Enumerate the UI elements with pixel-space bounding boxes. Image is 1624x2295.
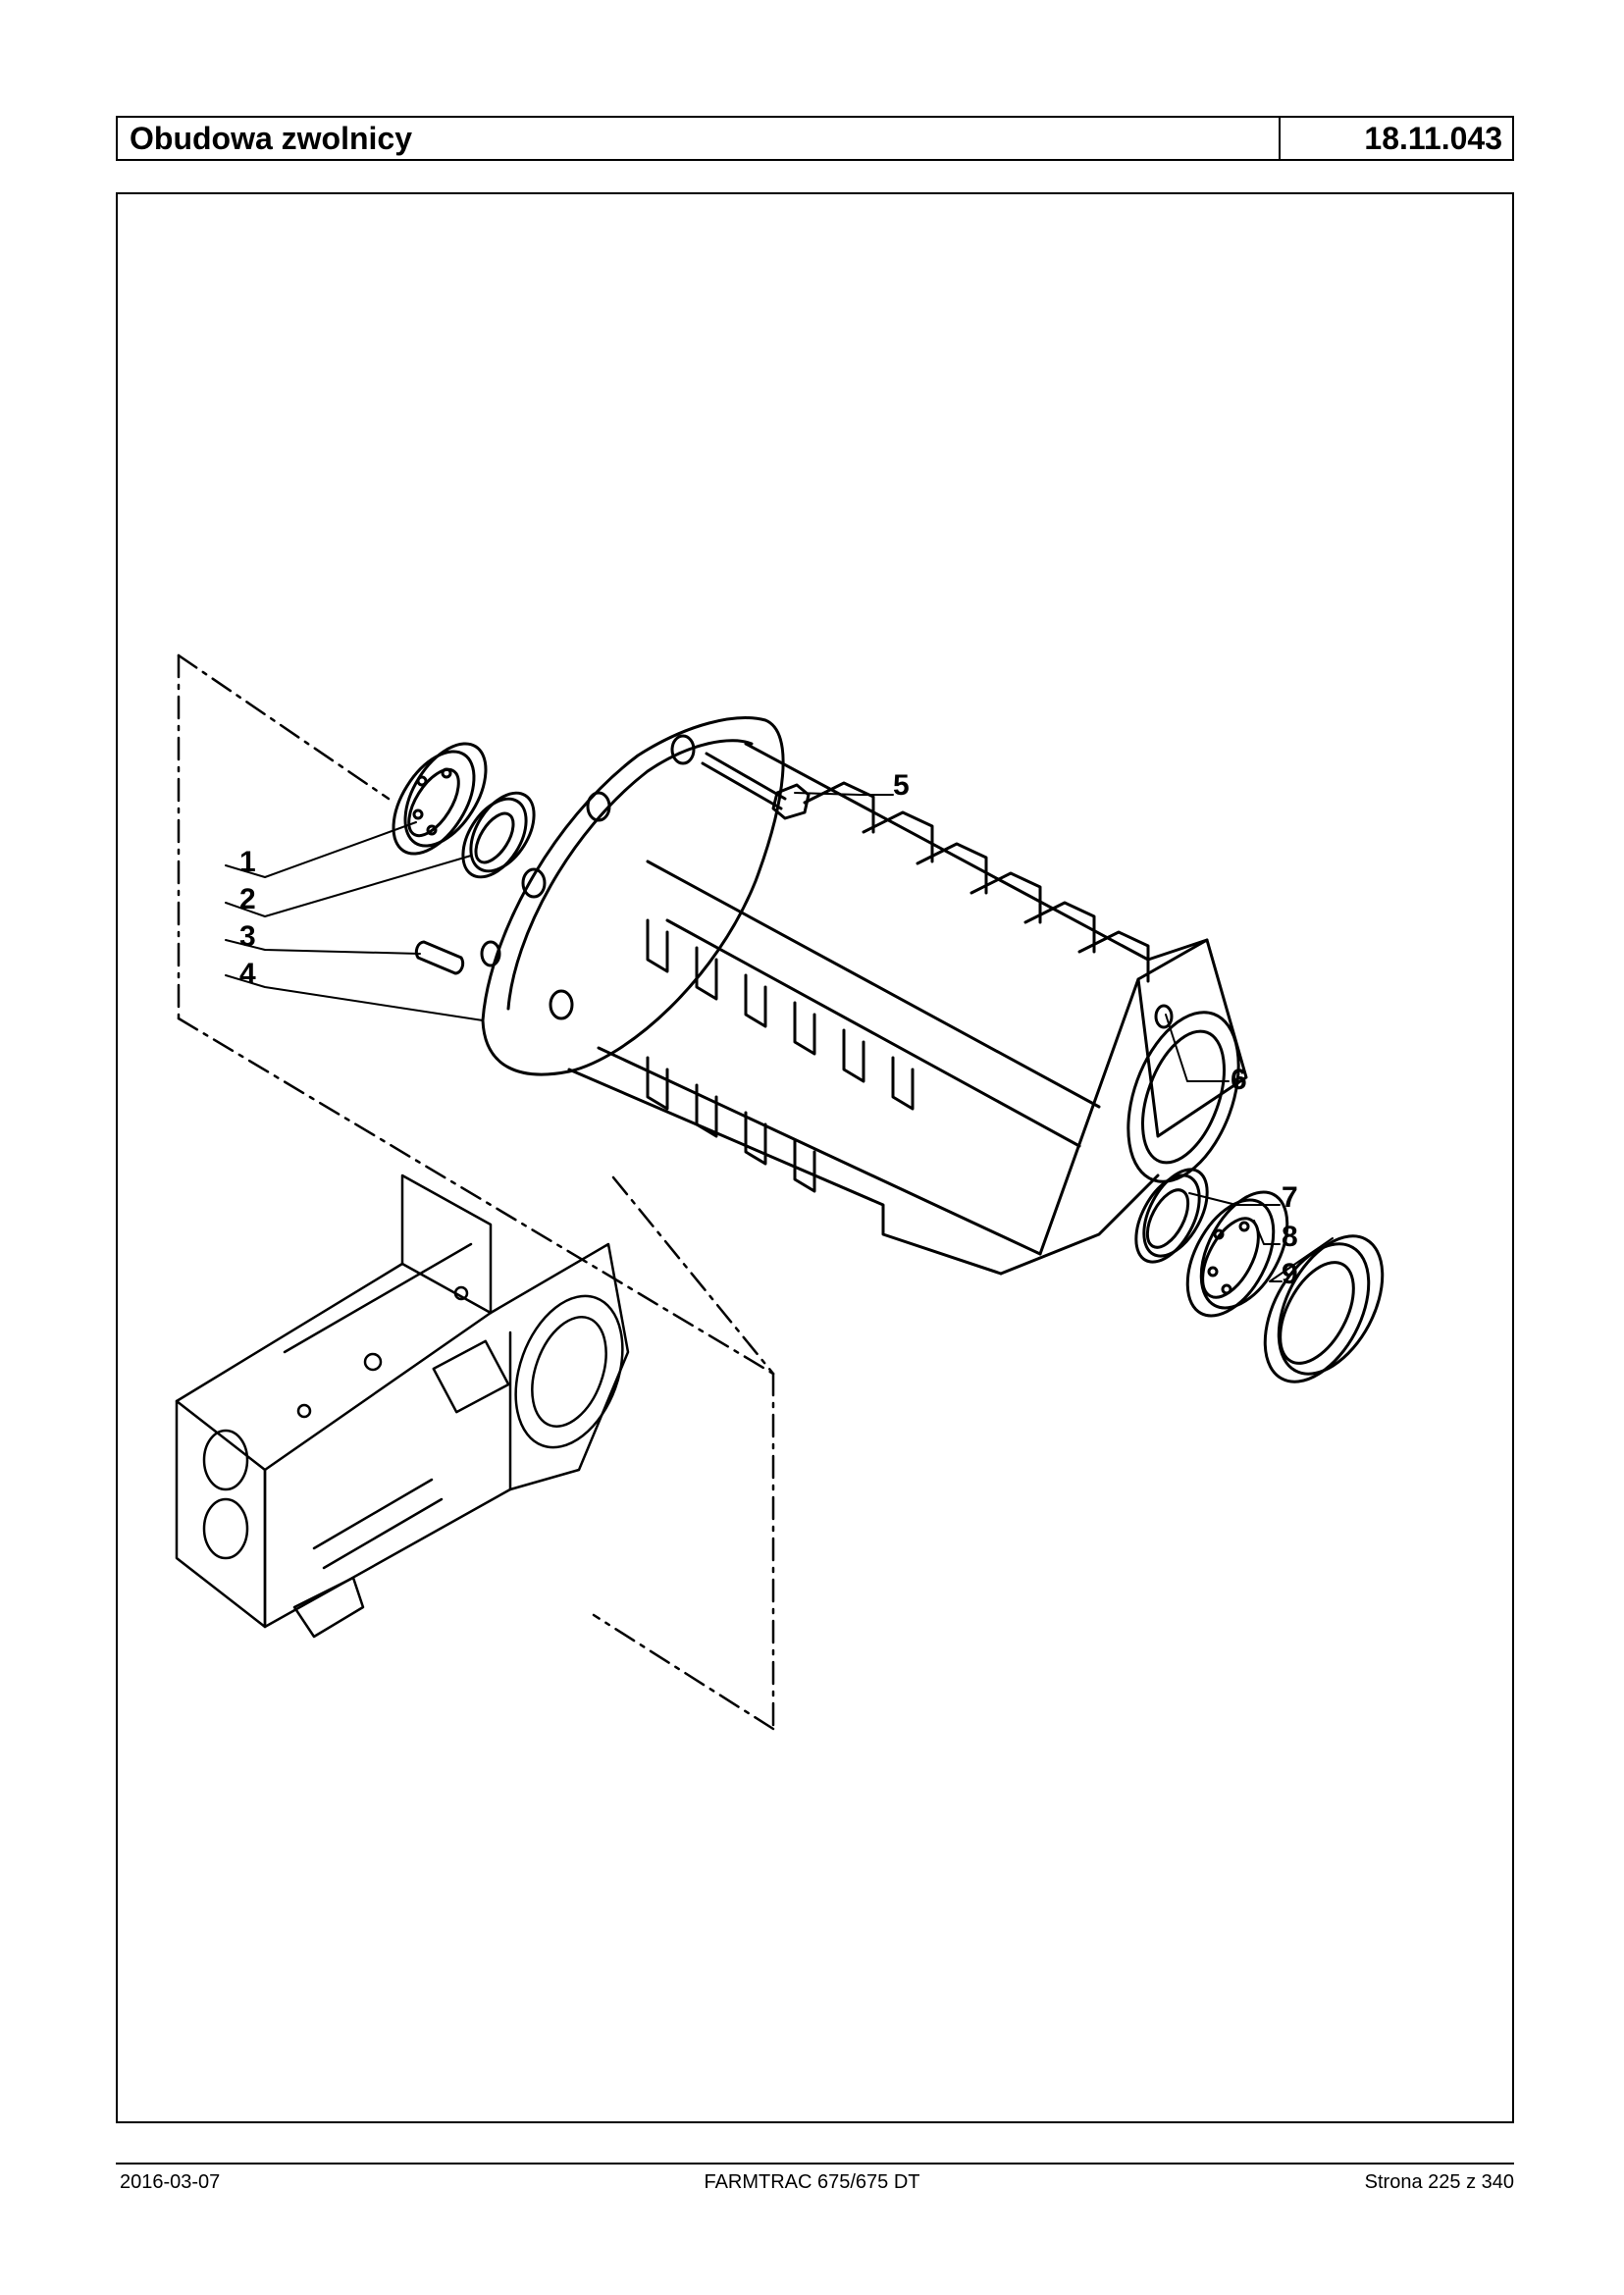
callout-7: 7 bbox=[1282, 1181, 1298, 1214]
pin-part-3 bbox=[414, 940, 465, 975]
exploded-view-diagram: 1 2 3 4 5 6 7 8 9 bbox=[175, 653, 1385, 1731]
footer-model: FARMTRAC 675/675 DT bbox=[704, 2171, 920, 2193]
callout-3: 3 bbox=[239, 920, 256, 953]
callout-4: 4 bbox=[239, 958, 256, 990]
assembly-guide-lines bbox=[177, 653, 775, 1731]
callout-9: 9 bbox=[1282, 1258, 1298, 1290]
final-drive-housing-part-4 bbox=[480, 716, 1248, 1276]
seal-part-9 bbox=[1263, 1234, 1385, 1383]
callout-2: 2 bbox=[239, 883, 256, 915]
plug-part-6 bbox=[1154, 1004, 1174, 1029]
seal-part-2 bbox=[461, 791, 536, 879]
document-code: 18.11.043 bbox=[1364, 121, 1502, 156]
footer-divider bbox=[116, 2163, 1514, 2165]
bearing-part-1 bbox=[392, 742, 488, 856]
callout-labels: 1 2 3 4 5 6 7 8 9 bbox=[239, 769, 1298, 1290]
transmission-case bbox=[175, 1174, 630, 1639]
page-header: Obudowa zwolnicy 18.11.043 bbox=[116, 116, 1514, 161]
callout-1: 1 bbox=[239, 846, 256, 878]
leader-lines bbox=[225, 792, 1334, 1282]
callout-6: 6 bbox=[1231, 1064, 1247, 1096]
footer-date: 2016-03-07 bbox=[120, 2171, 221, 2193]
callout-5: 5 bbox=[893, 769, 910, 802]
seal-part-7 bbox=[1134, 1168, 1209, 1264]
stud-part-5 bbox=[701, 752, 811, 820]
page-title: Obudowa zwolnicy bbox=[118, 118, 1281, 159]
diagram-frame: 1 2 3 4 5 6 7 8 9 bbox=[116, 192, 1514, 2123]
bearing-part-8 bbox=[1185, 1190, 1289, 1318]
footer-page-number: Strona 225 z 340 bbox=[1364, 2171, 1514, 2193]
callout-8: 8 bbox=[1282, 1221, 1298, 1253]
